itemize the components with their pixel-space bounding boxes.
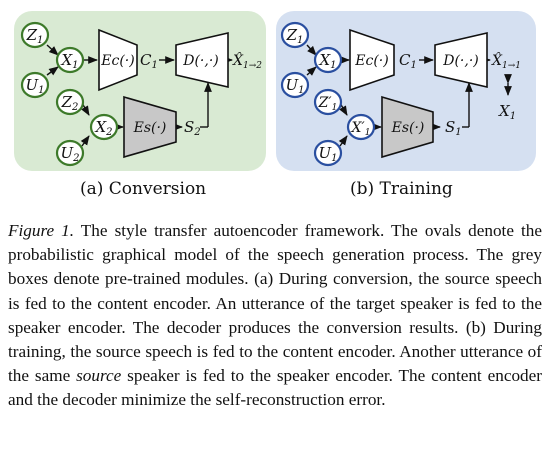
svg-text:X̂1→2: X̂1→2 [232,51,262,71]
node-z1: Z1 [20,21,50,49]
caption-text-1: The style transfer autoencoder framework… [8,221,542,386]
decoder-block: D(·,·) [434,31,488,89]
panel-a-caption: (a) Conversion [80,179,207,199]
svg-text:C1: C1 [399,51,417,71]
svg-text:C1: C1 [140,51,158,71]
node-u1: U1 [20,71,50,99]
signal-s1: S1 [445,118,462,138]
decoder-block: D(·,·) [175,31,229,89]
svg-text:Es(·): Es(·) [391,120,425,136]
node-x1-prime: X′1 [346,113,376,141]
svg-text:D(·,·): D(·,·) [442,53,479,69]
panel-a-conversion: Z1 U1 X1 Z2 X2 U2 Ec(·) C1 [14,11,266,171]
svg-text:Z′1: Z′1 [318,95,338,113]
figure-label: Figure 1. [8,221,75,240]
svg-text:D(·,·): D(·,·) [182,53,219,69]
svg-text:S1: S1 [445,118,462,138]
node-x2: X2 [89,113,119,141]
svg-text:Es(·): Es(·) [133,120,167,136]
caption-text-2: speaker is fed to the speaker encoder. T… [8,366,542,410]
svg-text:U2: U2 [60,144,79,164]
svg-text:U1: U1 [285,76,304,96]
signal-c1: C1 [140,51,158,71]
speaker-encoder-block: Es(·) [123,95,177,159]
svg-text:Z2: Z2 [61,93,79,113]
svg-text:S2: S2 [184,118,201,138]
figure-caption: Figure 1. The style transfer autoencoder… [8,219,542,413]
panel-b-caption: (b) Training [350,179,453,199]
node-u2: U2 [55,139,85,167]
signal-target-x1: X1 [498,102,516,122]
svg-text:Ec(·): Ec(·) [100,53,134,69]
figure-diagram: Z1 U1 X1 Z2 X2 U2 Ec(·) C1 [14,11,536,171]
node-x1: X1 [313,46,343,74]
node-u1-lower: U1 [313,139,343,167]
svg-text:Ec(·): Ec(·) [354,53,388,69]
svg-text:X1: X1 [318,51,336,71]
content-encoder-block: Ec(·) [98,28,138,92]
signal-output: X̂1→2 [232,51,262,71]
svg-text:X′1: X′1 [351,120,371,138]
node-x1: X1 [55,46,85,74]
svg-text:U1: U1 [25,76,44,96]
svg-text:Z1: Z1 [286,26,304,46]
node-z2: Z2 [55,88,85,116]
caption-emphasis: source [76,366,122,386]
node-u1: U1 [280,71,310,99]
svg-text:U1: U1 [318,144,337,164]
node-z1: Z1 [280,21,310,49]
signal-c1: C1 [399,51,417,71]
content-encoder-block: Ec(·) [349,28,395,92]
svg-text:X1: X1 [498,102,516,122]
speaker-encoder-block: Es(·) [381,95,434,159]
panel-b-training: Z1 U1 X1 Z′1 X′1 U1 Ec(·) C1 [276,11,536,171]
svg-text:X1: X1 [60,51,78,71]
signal-s2: S2 [184,118,201,138]
svg-text:X̂1→1: X̂1→1 [491,51,521,71]
signal-output: X̂1→1 [491,51,521,71]
svg-text:X2: X2 [94,118,112,138]
svg-text:Z1: Z1 [26,26,44,46]
node-z1-prime: Z′1 [313,88,343,116]
